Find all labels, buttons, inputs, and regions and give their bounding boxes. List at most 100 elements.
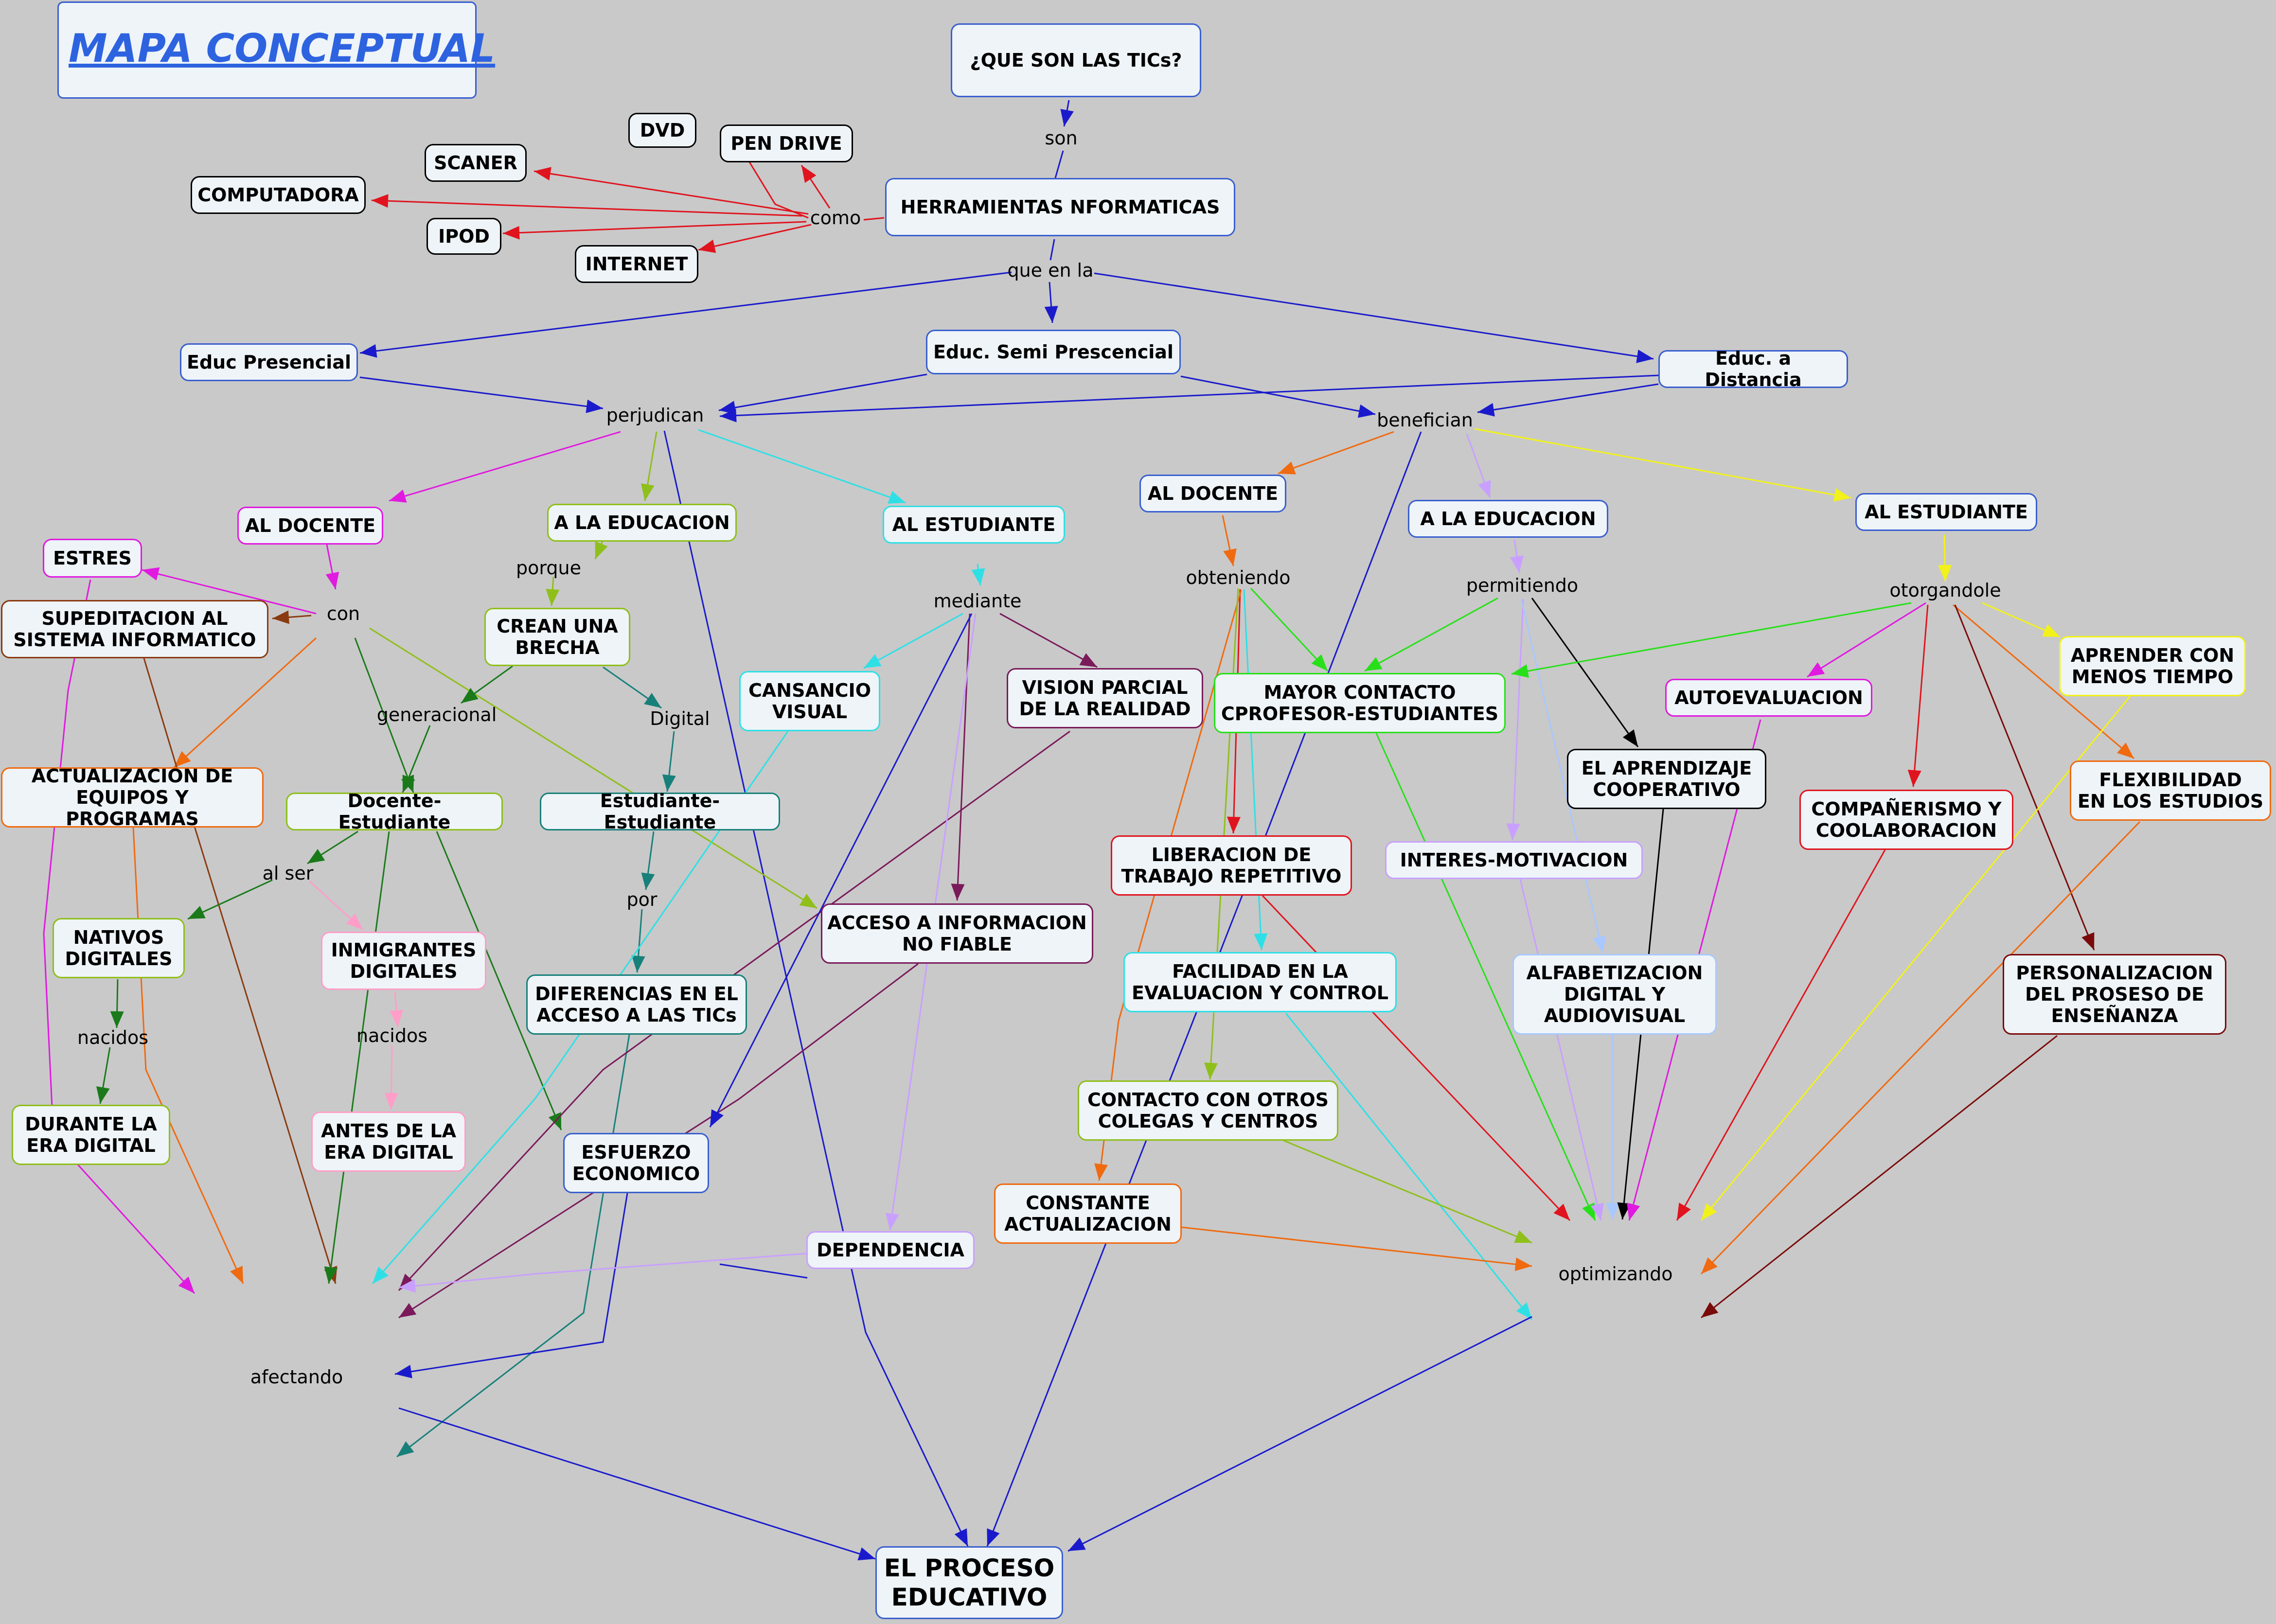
concept-educ-presencial[interactable]: Educ Presencial — [180, 343, 358, 381]
concept-nativos[interactable]: NATIVOS DIGITALES — [53, 918, 185, 978]
concept-docente-estudiante[interactable]: Docente-Estudiante — [286, 790, 503, 833]
connection-line — [436, 831, 562, 1130]
concept-dependencia[interactable]: DEPENDENCIA — [806, 1231, 975, 1269]
concept-alfabetizacion[interactable]: ALFABETIZACION DIGITAL Y AUDIOVISUAL — [1512, 954, 1717, 1035]
concept-que-son[interactable]: ¿QUE SON LAS TICs? — [951, 23, 1201, 97]
connection-line — [369, 627, 818, 909]
connection-line — [709, 613, 973, 1128]
arrowhead — [1514, 1257, 1532, 1271]
connection-line — [359, 376, 604, 409]
connection-line — [719, 374, 1659, 417]
connection-line — [533, 170, 809, 215]
connection-line — [1180, 375, 1376, 415]
arrowhead — [390, 1009, 404, 1027]
concept-estudiante-estudiante[interactable]: Estudiante-Estudiante — [540, 790, 780, 833]
concept-herramientas[interactable]: HERRAMIENTAS NFORMATICAS — [885, 178, 1235, 236]
arrowhead — [662, 774, 676, 792]
connection-line — [1511, 599, 1524, 841]
arrowhead — [1582, 1202, 1595, 1220]
arrowhead — [885, 1213, 899, 1230]
arrowhead — [534, 167, 551, 181]
arrowhead — [1701, 1203, 1717, 1220]
connection-line — [371, 199, 803, 217]
link-phrase-permitiendo: permitiendo — [1466, 575, 1579, 596]
arrowhead — [1094, 1163, 1108, 1181]
concept-liberacion[interactable]: LIBERACION DE TRABAJO REPETITIVO — [1111, 835, 1352, 896]
connection-line — [718, 373, 927, 411]
arrowhead — [857, 1547, 875, 1561]
concept-esfuerzo[interactable]: ESFUERZO ECONOMICO — [563, 1133, 709, 1193]
arrowhead — [324, 1266, 338, 1284]
concept-internet[interactable]: INTERNET — [575, 245, 698, 283]
arrowhead — [384, 1093, 398, 1110]
concept-ben-estudiante[interactable]: AL ESTUDIANTE — [1855, 493, 2037, 531]
concept-aprender[interactable]: APRENDER CON MENOS TIEMPO — [2059, 636, 2246, 696]
arrowhead — [1514, 1230, 1532, 1243]
arrowhead — [1807, 662, 1825, 677]
concept-diferencias[interactable]: DIFERENCIAS EN EL ACCESO A LAS TICs — [526, 974, 747, 1035]
concept-autoevaluacion[interactable]: AUTOEVALUACION — [1665, 679, 1872, 717]
connection-line — [1094, 272, 1654, 360]
arrowhead — [503, 226, 520, 240]
arrowhead — [987, 1528, 1000, 1546]
connection-line — [398, 963, 919, 1319]
concept-mayor-contacto[interactable]: MAYOR CONTACTO CPROFESOR-ESTUDIANTES — [1214, 673, 1506, 733]
connection-line — [1912, 604, 1929, 787]
concept-computadora[interactable]: COMPUTADORA — [191, 176, 366, 214]
concept-inmigrantes[interactable]: INMIGRANTES DIGITALES — [321, 932, 486, 990]
arrowhead — [1511, 664, 1529, 678]
concept-crean-brecha[interactable]: CREAN UNA BRECHA — [484, 608, 630, 666]
connection-line — [398, 1407, 876, 1560]
concept-contacto-colegas[interactable]: CONTACTO CON OTROS COLEGAS Y CENTROS — [1078, 1080, 1338, 1141]
concept-perj-educacion[interactable]: A LA EDUCACION — [547, 504, 737, 542]
concept-constante[interactable]: CONSTANTE ACTUALIZACION — [994, 1183, 1182, 1244]
concept-perj-docente[interactable]: AL DOCENTE — [237, 507, 383, 545]
concept-companerismo[interactable]: COMPAÑERISMO Y COOLABORACION — [1799, 790, 2013, 850]
concept-durante[interactable]: DURANTE LA ERA DIGITAL — [12, 1105, 170, 1165]
concept-ben-educacion[interactable]: A LA EDUCACION — [1408, 500, 1608, 538]
connection-line — [1701, 1035, 2058, 1319]
concept-ben-docente[interactable]: AL DOCENTE — [1139, 475, 1286, 512]
concept-interes[interactable]: INTERES-MOTIVACION — [1385, 841, 1643, 879]
concept-supeditacion[interactable]: SUPEDITACION AL SISTEMA INFORMATICO — [1, 600, 268, 658]
concept-aprendizaje[interactable]: EL APRENDIZAJE COOPERATIVO — [1567, 749, 1766, 809]
connection-line — [1477, 383, 1659, 413]
map-title: MAPA CONCEPTUAL — [69, 26, 496, 71]
concept-educ-distancia[interactable]: Educ. a Distancia — [1658, 348, 1848, 390]
concept-acceso-info[interactable]: ACCESO A INFORMACION NO FIABLE — [821, 903, 1093, 964]
arrowhead — [389, 489, 407, 503]
concept-scaner[interactable]: SCANER — [425, 144, 527, 182]
connection-line — [1283, 1140, 1532, 1244]
connection-line — [719, 1263, 808, 1279]
concept-estres[interactable]: ESTRES — [43, 539, 142, 578]
concept-actualizacion-equipos[interactable]: ACTUALIZACION DE EQUIPOS Y PROGRAMAS — [1, 765, 264, 830]
link-phrase-optimizando: optimizando — [1558, 1263, 1673, 1285]
concept-antes[interactable]: ANTES DE LA ERA DIGITAL — [311, 1112, 466, 1172]
arrowhead — [1907, 769, 1921, 787]
concept-educ-semi[interactable]: Educ. Semi Prescencial — [926, 330, 1181, 374]
arrowhead — [720, 408, 737, 423]
concept-vision-parcial[interactable]: VISION PARCIAL DE LA REALIDAD — [1007, 668, 1203, 728]
connection-line — [863, 217, 885, 221]
connection-line — [663, 430, 969, 1547]
connection-line — [698, 429, 906, 504]
concept-pen-drive[interactable]: PEN DRIVE — [720, 124, 853, 162]
connection-line — [398, 730, 1070, 1291]
title-box: MAPA CONCEPTUAL — [57, 1, 495, 99]
connection-line — [1364, 597, 1498, 672]
concept-personalizacion[interactable]: PERSONALIZACION DEL PROSESO DE ENSEÑANZA — [2003, 954, 2226, 1035]
link-phrase-nacidos-1: nacidos — [77, 1027, 148, 1048]
arrowhead — [1627, 1202, 1640, 1220]
arrowhead — [799, 894, 817, 908]
concept-dvd[interactable]: DVD — [628, 113, 696, 148]
concept-el-proceso[interactable]: EL PROCESO EDUCATIVO — [875, 1546, 1063, 1619]
concept-cansancio[interactable]: CANSANCIO VISUAL — [739, 671, 880, 731]
concept-perj-estudiante[interactable]: AL ESTUDIANTE — [883, 506, 1065, 544]
concept-ipod[interactable]: IPOD — [427, 218, 501, 255]
connection-line — [1511, 602, 1912, 675]
link-phrase-que-en-la: que en la — [1007, 260, 1094, 281]
connection-line — [354, 637, 414, 793]
link-phrase-son: son — [1045, 127, 1078, 149]
concept-flexibilidad[interactable]: FLEXIBILIDAD EN LOS ESTUDIOS — [2070, 760, 2271, 821]
concept-facilidad[interactable]: FACILIDAD EN LA EVALUACION Y CONTROL — [1123, 952, 1397, 1012]
